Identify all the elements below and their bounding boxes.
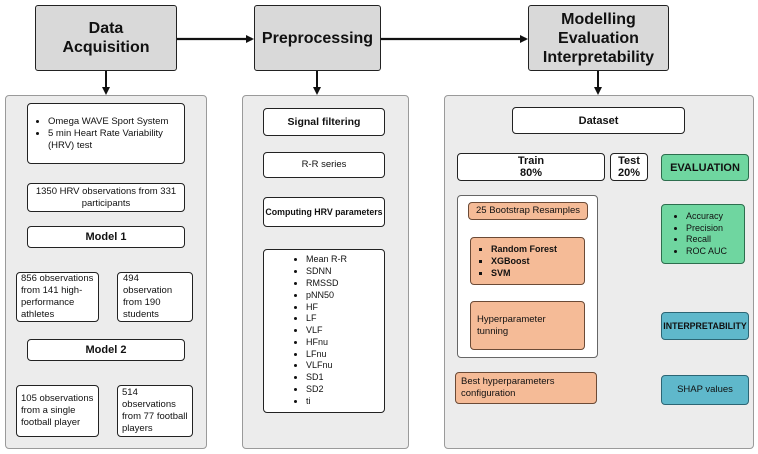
students-box: 494 observation from 190 students [117, 272, 193, 322]
bootstrap-box: 25 Bootstrap Resamples [468, 202, 588, 220]
hrv-parameter: LF [306, 313, 347, 325]
hrv-parameter: SDNN [306, 266, 347, 278]
header-preprocessing: Preprocessing [254, 5, 381, 71]
metric-recall: Recall [686, 234, 727, 246]
hrv-parameter: LFnu [306, 349, 347, 361]
dataset-box: Dataset [512, 107, 685, 134]
interpretability-box: INTERPRETABILITY [661, 312, 749, 340]
athletes-box: 856 observations from 141 high-performan… [16, 272, 99, 322]
models-box: Random Forest XGBoost SVM [470, 237, 585, 285]
model-1-box: Model 1 [27, 226, 185, 248]
model-svm: SVM [491, 267, 557, 279]
rr-series-box: R-R series [263, 152, 385, 178]
signal-filtering-box: Signal filtering [263, 108, 385, 136]
model-2-box: Model 2 [27, 339, 185, 361]
hrv-parameter: RMSSD [306, 278, 347, 290]
model-xgboost: XGBoost [491, 255, 557, 267]
hrv-parameter: ti [306, 396, 347, 408]
hrv-parameter: HFnu [306, 337, 347, 349]
metric-precision: Precision [686, 223, 727, 235]
hyperparameter-tuning-box: Hyperparameter tunning [470, 301, 585, 350]
equipment-item: Omega WAVE Sport System [48, 116, 180, 128]
computing-hrv-box: Computing HRV parameters [263, 197, 385, 227]
best-config-box: Best hyperparameters configuration [455, 372, 597, 404]
single-player-box: 105 observations from a single football … [16, 385, 99, 437]
hrv-parameter: SD1 [306, 372, 347, 384]
hrv-parameter: SD2 [306, 384, 347, 396]
hrv-parameter: Mean R-R [306, 254, 347, 266]
hrv-parameter: pNN50 [306, 290, 347, 302]
equipment-box: Omega WAVE Sport System 5 min Heart Rate… [27, 103, 185, 164]
shap-values-box: SHAP values [661, 375, 749, 405]
metric-accuracy: Accuracy [686, 211, 727, 223]
hrv-parameters-box: Mean R-RSDNNRMSSDpNN50HFLFVLFHFnuLFnuVLF… [263, 249, 385, 413]
football-players-box: 514 observations from 77 football player… [117, 385, 193, 437]
observations-box: 1350 HRV observations from 331 participa… [27, 183, 185, 212]
equipment-item: 5 min Heart Rate Variability (HRV) test [48, 128, 180, 152]
metric-roc-auc: ROC AUC [686, 246, 727, 258]
hrv-parameter: VLFnu [306, 360, 347, 372]
hrv-parameter: VLF [306, 325, 347, 337]
metrics-box: Accuracy Precision Recall ROC AUC [661, 204, 745, 264]
hrv-parameter: HF [306, 302, 347, 314]
evaluation-box: EVALUATION [661, 154, 749, 181]
hrv-parameters-list: Mean R-RSDNNRMSSDpNN50HFLFVLFHFnuLFnuVLF… [290, 254, 347, 407]
model-random-forest: Random Forest [491, 243, 557, 255]
